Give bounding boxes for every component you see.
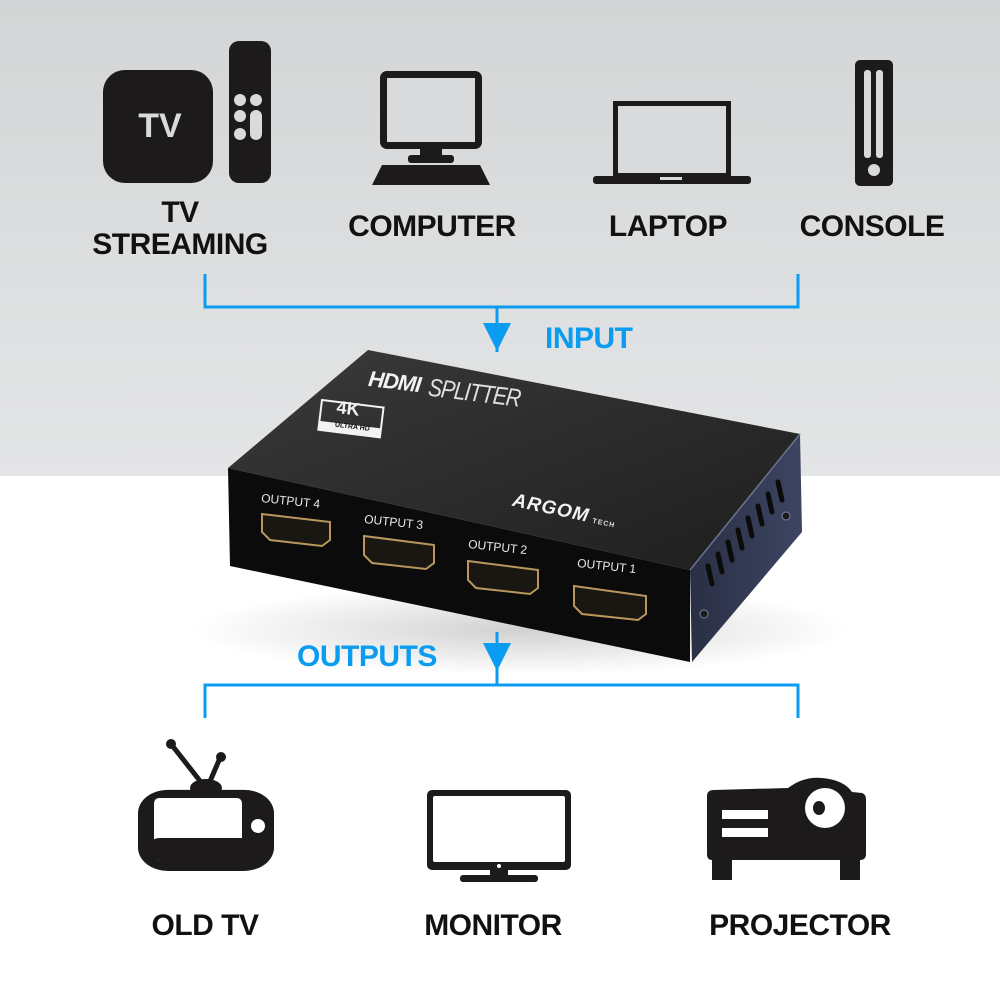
tv-streaming-line2: STREAMING [92,228,268,261]
tv-streaming-box-and-remote-icon [103,41,271,183]
output-label-projector: PROJECTOR [709,909,891,942]
old-tv-icon [138,739,274,871]
input-label: INPUT [545,322,633,355]
output-label-monitor: MONITOR [424,909,562,942]
input-label-tv-streaming: TV STREAMING [70,197,290,261]
tv-streaming-line1: TV [161,196,199,229]
desktop-computer-icon [372,71,490,185]
output-label-old-tv: OLD TV [151,909,260,942]
input-label-computer: COMPUTER [348,210,516,243]
game-console-icon [855,60,893,186]
projector-icon [707,777,866,880]
outputs-label: OUTPUTS [297,640,437,673]
monitor-icon [427,790,571,882]
input-label-laptop: LAPTOP [608,210,728,243]
tv-box-text: TV [138,107,182,145]
input-label-console: CONSOLE [799,210,945,243]
laptop-icon [593,101,751,184]
